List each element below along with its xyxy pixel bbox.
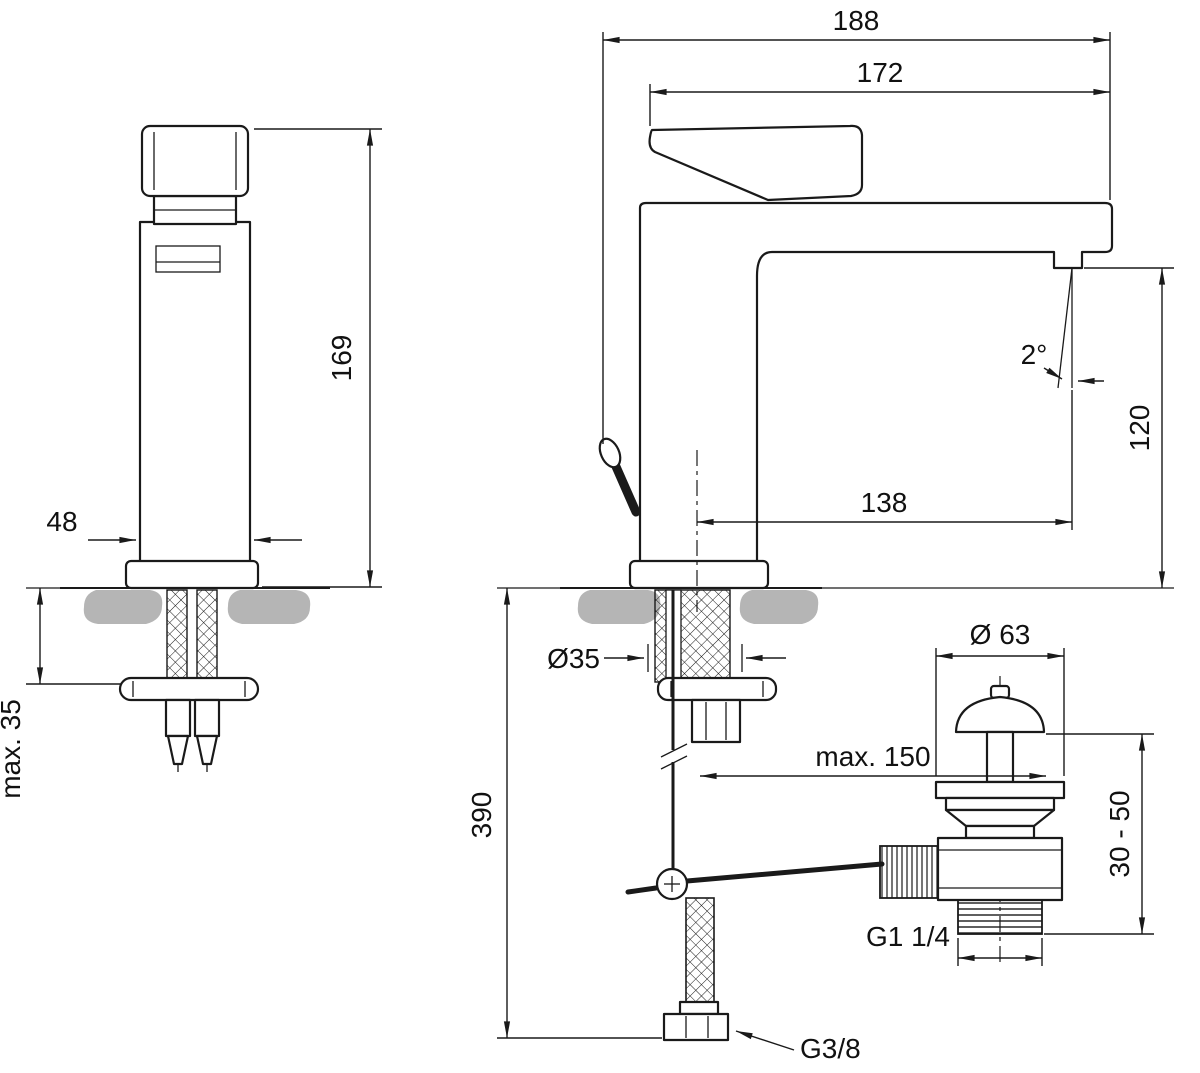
under-deck-side (625, 589, 885, 1042)
dim-label-max-deck: max. 35 (0, 699, 26, 799)
front-view: 169 48 max. 35 (0, 124, 382, 799)
dimension-angle-2deg: 2° (1021, 339, 1104, 385)
dimension-hole-35: Ø35 (547, 643, 786, 674)
dim-label-spout-reach: 138 (861, 487, 908, 518)
dimension-172: 172 (649, 57, 1110, 126)
linkage-rod (625, 885, 659, 895)
lever-handle (648, 124, 864, 202)
dim-label-max-reach: max. 150 (815, 741, 930, 772)
base-flange (124, 559, 260, 590)
spout-body (638, 201, 1114, 565)
countertop-material (497, 587, 1174, 624)
dimension-height-169: 169 (254, 128, 382, 588)
waste-cone (944, 808, 1056, 828)
dim-label-handle-depth: 172 (857, 57, 904, 88)
waste-body (936, 836, 1064, 902)
dim-label-height: 169 (326, 335, 357, 382)
plug-stem (985, 730, 1015, 784)
mounting-plate (656, 676, 778, 702)
under-deck-front (118, 589, 260, 772)
hose-nut (662, 1012, 730, 1042)
faucet-body-side (598, 124, 1114, 612)
hose-end (164, 698, 192, 738)
threaded-stud (196, 589, 218, 683)
dimension-138: 138 (697, 390, 1073, 530)
body-column (138, 220, 252, 565)
hose-ferrule (678, 1000, 720, 1016)
hose-tail (166, 734, 190, 766)
dimension-120: 120 (1084, 267, 1174, 588)
countertop-material (26, 587, 330, 624)
plug-dome (954, 695, 1046, 734)
stream-angle-line (1057, 267, 1073, 389)
dimension-width-48: 48 (46, 506, 302, 544)
break-mark (660, 755, 688, 770)
waste-flange-lower (944, 796, 1056, 812)
threaded-tailpiece (957, 899, 1043, 935)
dimension-30-50: 30 - 50 (1044, 733, 1154, 935)
mounting-plate (118, 676, 260, 702)
aerator-window (155, 245, 221, 273)
popup-knob (598, 437, 622, 469)
threaded-stud (166, 589, 188, 683)
handle-front (140, 124, 250, 198)
dimension-max-150: max. 150 (700, 741, 1046, 780)
dim-label-waste-thread: G1 1/4 (866, 921, 950, 952)
popup-rod-handle (609, 457, 641, 517)
dimension-thread-g114: G1 1/4 (866, 921, 1043, 966)
dimension-waste-63: Ø 63 (935, 619, 1065, 776)
faucet-body-front (124, 124, 260, 590)
linkage-rod (684, 861, 885, 884)
dim-label-below-deck-length: 390 (466, 792, 497, 839)
dim-label-stream-angle: 2° (1021, 339, 1048, 370)
dimension-188: 188 (602, 5, 1111, 444)
dim-label-width: 48 (46, 506, 77, 537)
waste-flange (934, 780, 1066, 800)
dimension-390: 390 (466, 588, 662, 1039)
dim-label-supply-thread: G3/8 (800, 1033, 861, 1064)
popup-waste-assembly (879, 676, 1066, 964)
hose-end (193, 698, 221, 738)
dim-label-total-depth: 188 (833, 5, 880, 36)
dimension-thread-g38: G3/8 (735, 1030, 861, 1064)
waste-waist (964, 824, 1036, 840)
mounting-nut (690, 698, 742, 744)
dimension-max-35: max. 35 (0, 588, 122, 799)
dim-label-adjust-range: 30 - 50 (1104, 790, 1135, 877)
hose-tail (195, 734, 219, 766)
break-mark (660, 743, 688, 758)
dim-label-outlet-height: 120 (1124, 405, 1155, 452)
side-view: 188 172 120 138 2° Ø35 (466, 5, 1174, 1064)
base-flange (628, 559, 770, 590)
flexible-hose (685, 897, 715, 1003)
knurled-nut (879, 845, 939, 899)
dim-label-hole-diameter: Ø35 (547, 643, 600, 674)
dim-label-waste-diameter: Ø 63 (970, 619, 1031, 650)
